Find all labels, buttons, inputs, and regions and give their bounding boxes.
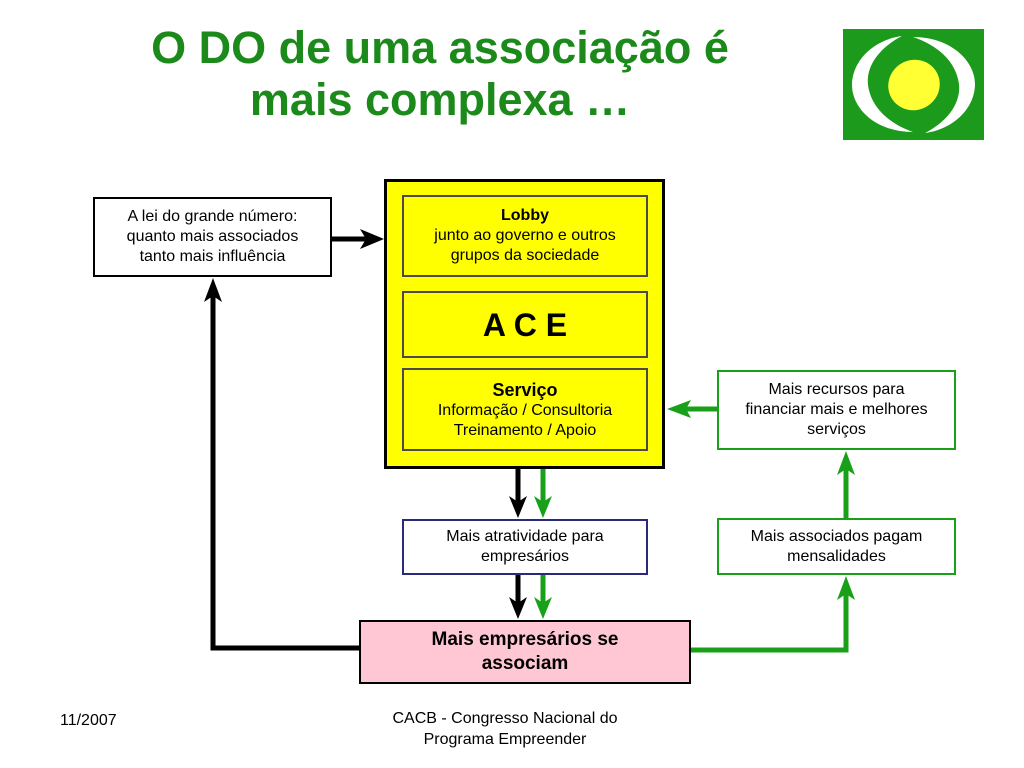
lobby-heading: Lobby [501, 207, 549, 224]
arrow-atratividade-to-empresarios [509, 575, 527, 619]
ace-label: A C E [482, 306, 568, 343]
associados-pagam-line-2: mensalidades [787, 547, 886, 565]
arrow-atratividade-to-empresarios-green [534, 575, 552, 619]
recursos-line-3: serviços [807, 421, 866, 438]
empresarios-line-1: Mais empresários se [431, 629, 619, 650]
atratividade-line-1: Mais atratividade para [446, 528, 604, 545]
servico-line-1: Informação / Consultoria [437, 401, 613, 419]
lobby-line-2: grupos da sociedade [450, 247, 600, 264]
footer-caption: CACB - Congresso Nacional do Programa Em… [330, 708, 680, 750]
lei-line-1: A lei do grande número: [127, 208, 298, 225]
title-line-2: mais complexa … [249, 74, 631, 125]
footer-caption-line-1: CACB - Congresso Nacional do [392, 710, 618, 727]
lei-line-2: quanto mais associados [126, 228, 299, 245]
associados-pagam-line-1: Mais associados pagam [750, 527, 923, 545]
arrow-lei-to-ace [332, 229, 384, 249]
arrow-ace-to-atratividade [509, 469, 527, 518]
footer-date: 11/2007 [60, 712, 117, 729]
servico-box: Serviço Informação / Consultoria Treinam… [402, 368, 648, 451]
cacb-logo-icon [843, 29, 984, 140]
atratividade-line-2: empresários [480, 548, 570, 565]
lobby-box: Lobby junto ao governo e outros grupos d… [402, 195, 648, 277]
recursos-line-2: financiar mais e melhores [745, 401, 928, 418]
empresarios-line-2: associam [481, 653, 569, 674]
lei-line-3: tanto mais influência [139, 248, 286, 265]
mais-empresarios-box: Mais empresários se associam [359, 620, 691, 684]
arrow-recursos-to-servico [667, 400, 717, 418]
footer-caption-line-2: Programa Empreender [423, 731, 587, 748]
mais-atratividade-box: Mais atratividade para empresários [402, 519, 648, 575]
lobby-line-1: junto ao governo e outros [434, 227, 616, 244]
mais-recursos-box: Mais recursos para financiar mais e melh… [717, 370, 956, 450]
mais-associados-pagam-box: Mais associados pagam mensalidades [717, 518, 956, 575]
arrow-associados-to-recursos [837, 451, 855, 518]
recursos-line-1: Mais recursos para [768, 381, 905, 398]
arrow-empresarios-to-associados [691, 576, 855, 653]
page-title: O DO de uma associação é mais complexa … [60, 22, 820, 126]
lei-grande-numero-box: A lei do grande número: quanto mais asso… [93, 197, 332, 277]
servico-line-2: Treinamento / Apoio [453, 421, 597, 439]
arrow-empresarios-to-lei [204, 278, 359, 651]
arrow-ace-to-atratividade-green [534, 469, 552, 518]
ace-box: A C E [402, 291, 648, 358]
title-line-1: O DO de uma associação é [151, 22, 729, 73]
servico-heading: Serviço [492, 379, 558, 400]
